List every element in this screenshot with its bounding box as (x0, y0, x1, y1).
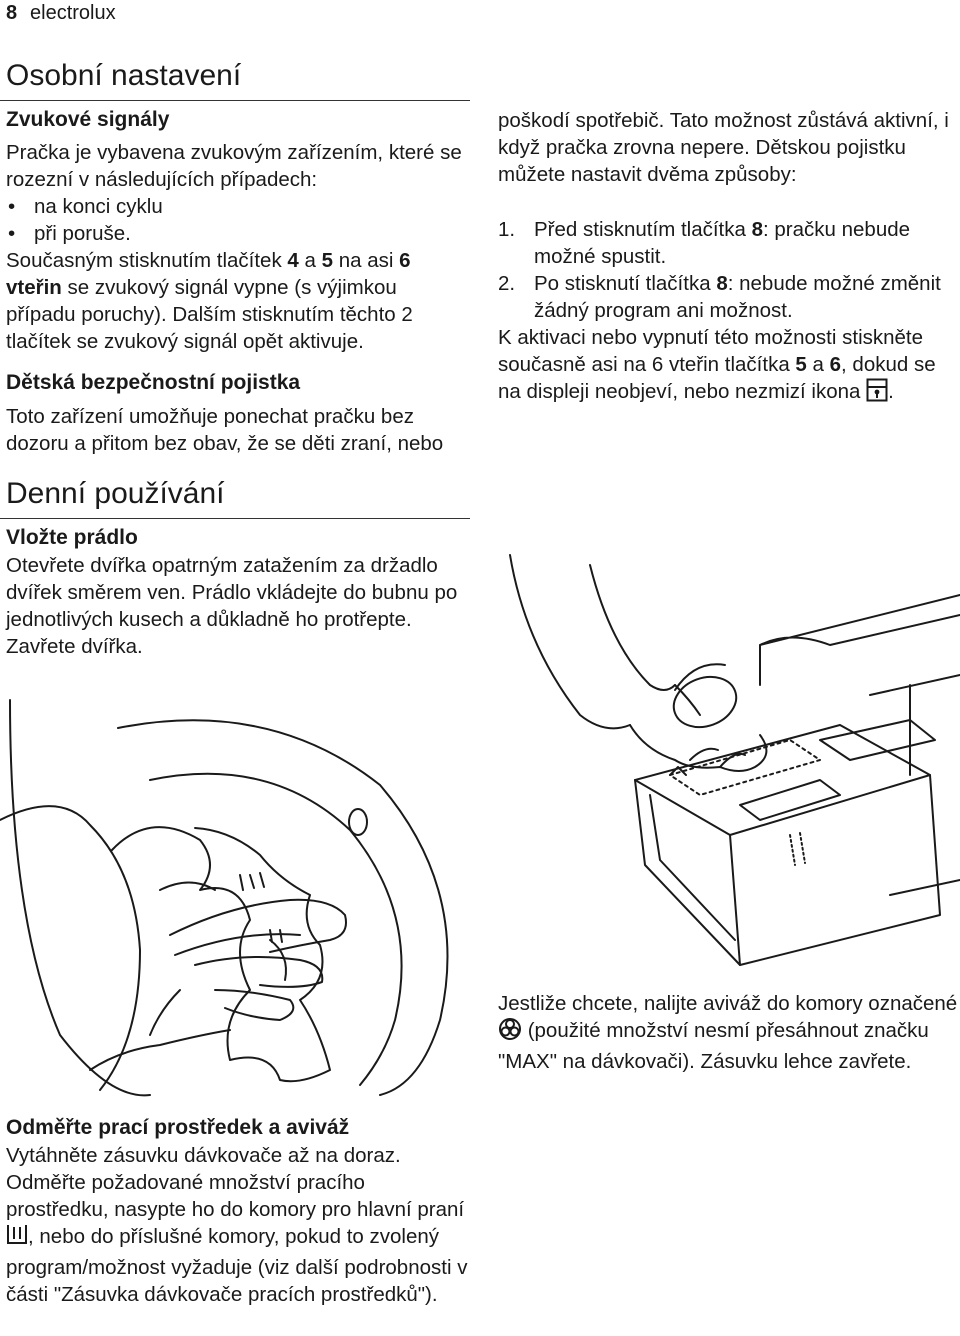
sound-instructions: Současným stisknutím tlačítek 4 a 5 na a… (6, 249, 413, 353)
washing-machine-drum-loading-illustration (0, 699, 449, 1097)
measure-detergent-text: Vytáhněte zásuvku dávkovače až na doraz.… (6, 1144, 468, 1306)
list-item: na konci cyklu (6, 193, 468, 220)
sound-bullet-list: na konci cyklu při poruše. (6, 193, 468, 247)
child-lock-method-list: 1.Před stisknutím tlačítka 8: pračku neb… (498, 216, 960, 324)
page-number: 8 (6, 2, 18, 24)
section-divider (0, 518, 470, 519)
child-lock-icon (866, 378, 888, 409)
list-item: 1.Před stisknutím tlačítka 8: pračku neb… (498, 218, 911, 268)
softener-flower-icon (498, 1017, 522, 1048)
section-divider (0, 100, 470, 101)
softener-block: Jestliže chcete, nalijte aviváž do komor… (498, 990, 958, 1075)
sound-intro: Pračka je vybavena zvukovým zařízením, k… (6, 141, 462, 191)
load-laundry-block: Vložte prádlo Otevřete dvířka opatrným z… (6, 524, 468, 660)
list-item: 2.Po stisknutí tlačítka 8: nebude možné … (498, 272, 941, 322)
section-title-daily-use: Denní používání (6, 477, 225, 510)
main-wash-compartment-icon (6, 1223, 28, 1254)
child-lock-paragraph-continued: Toto zařízení umožňuje ponechat pračku b… (498, 109, 949, 186)
brand-name: electrolux (30, 2, 116, 24)
child-lock-text-part1: Toto zařízení umožňuje ponechat pračku b… (6, 403, 468, 457)
child-lock-text-part2: Toto zařízení umožňuje ponechat pračku b… (498, 107, 960, 211)
heading-load-laundry: Vložte prádlo (6, 526, 138, 549)
column-left-top: Zvukové signály Pračka je vybavena zvuko… (6, 106, 468, 397)
measure-detergent-block: Odměřte prací prostředek a aviváž Vytáhn… (6, 1114, 468, 1308)
detergent-drawer-filling-illustration (509, 554, 960, 966)
list-item: při poruše. (6, 220, 468, 247)
softener-text: Jestliže chcete, nalijte aviváž do komor… (498, 992, 958, 1073)
heading-child-lock: Dětská bezpečnostní pojistka (6, 371, 301, 394)
heading-measure-detergent: Odměřte prací prostředek a aviváž (6, 1116, 350, 1139)
section-title-personal-settings: Osobní nastavení (6, 59, 242, 92)
heading-sound-signals: Zvukové signály (6, 108, 170, 131)
child-lock-paragraph: Toto zařízení umožňuje ponechat pračku b… (6, 405, 444, 455)
load-laundry-text: Otevřete dvířka opatrným zatažením za dr… (6, 554, 458, 658)
child-lock-activation: K aktivaci nebo vypnutí této možnosti st… (498, 324, 960, 409)
column-right-top: 1.Před stisknutím tlačítka 8: pračku neb… (498, 216, 960, 409)
